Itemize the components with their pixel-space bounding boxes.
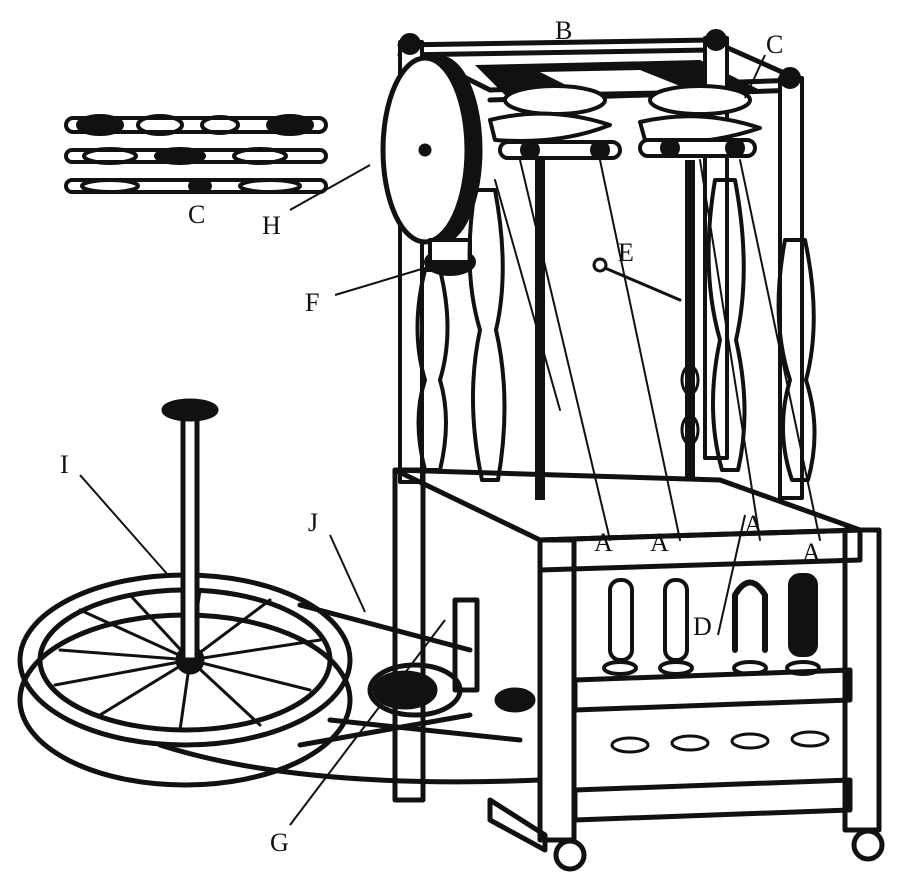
label-c-top: C [766, 30, 784, 59]
roller-inset [64, 114, 328, 194]
label-a-2: A [650, 528, 669, 557]
label-f: F [305, 288, 320, 317]
leader-lines [79, 54, 766, 826]
bobbins [602, 573, 821, 676]
label-a-3: A [744, 510, 763, 539]
label-e: E [618, 238, 634, 267]
label-i: I [60, 450, 69, 479]
label-j: J [308, 508, 319, 537]
pulley-g [367, 597, 536, 718]
roller-1 [64, 114, 328, 136]
drafting-rollers [488, 84, 762, 160]
threads [494, 159, 821, 541]
columns [415, 178, 817, 482]
label-d: D [693, 612, 712, 641]
label-c-left: C [188, 200, 206, 229]
front-frame [392, 467, 885, 872]
label-a-4: A [802, 538, 821, 567]
label-a-1: A [594, 528, 613, 557]
label-b: B [555, 16, 573, 45]
guide-e [592, 257, 700, 446]
pulley-h [380, 55, 483, 245]
label-g: G [270, 828, 289, 857]
roller-2 [64, 147, 328, 165]
whorls [610, 730, 830, 754]
rods [535, 160, 695, 500]
belt-j [157, 602, 543, 785]
drive-wheel-i [17, 398, 353, 788]
roller-3 [64, 178, 328, 194]
label-h: H [262, 211, 281, 240]
